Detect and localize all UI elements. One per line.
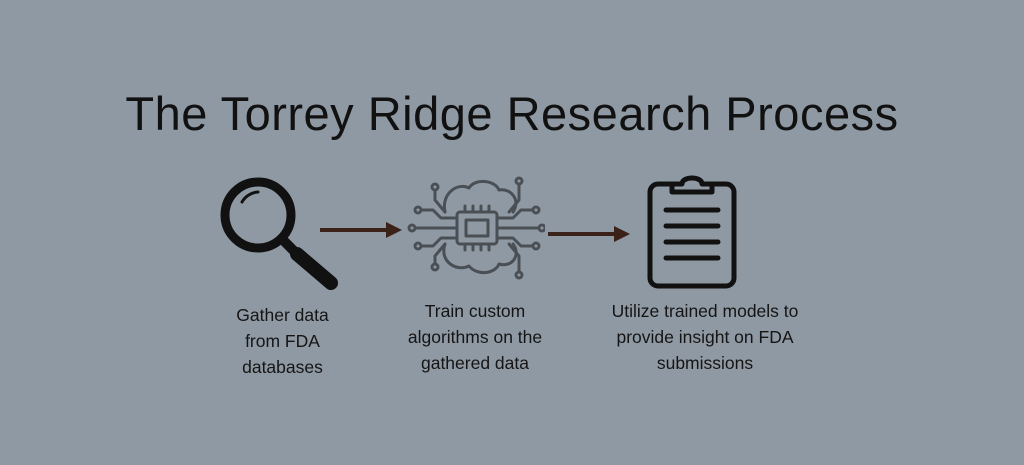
diagram-title: The Torrey Ridge Research Process	[125, 87, 899, 140]
caption-line: submissions	[656, 353, 754, 373]
step-3-caption: Utilize trained models to provide insigh…	[570, 298, 840, 376]
caption-line: from FDA	[245, 331, 320, 351]
caption-line: algorithms on the	[407, 327, 543, 347]
magnifying-glass-icon	[220, 177, 338, 290]
step-2-caption: Train custom algorithms on the gathered …	[385, 298, 565, 376]
caption-line: provide insight on FDA	[616, 327, 794, 347]
caption-line: Train custom	[424, 301, 526, 321]
caption-line: databases	[242, 357, 323, 377]
step-1-caption: Gather data from FDA databases	[200, 302, 365, 380]
caption-line: gathered data	[420, 353, 529, 373]
clipboard-icon	[647, 175, 737, 289]
caption-line: Gather data	[236, 305, 329, 325]
ai-brain-chip-icon	[407, 176, 545, 280]
flow-arrow-1	[320, 222, 402, 238]
caption-line: Utilize trained models to	[611, 301, 799, 321]
flow-arrow-2	[548, 226, 630, 242]
